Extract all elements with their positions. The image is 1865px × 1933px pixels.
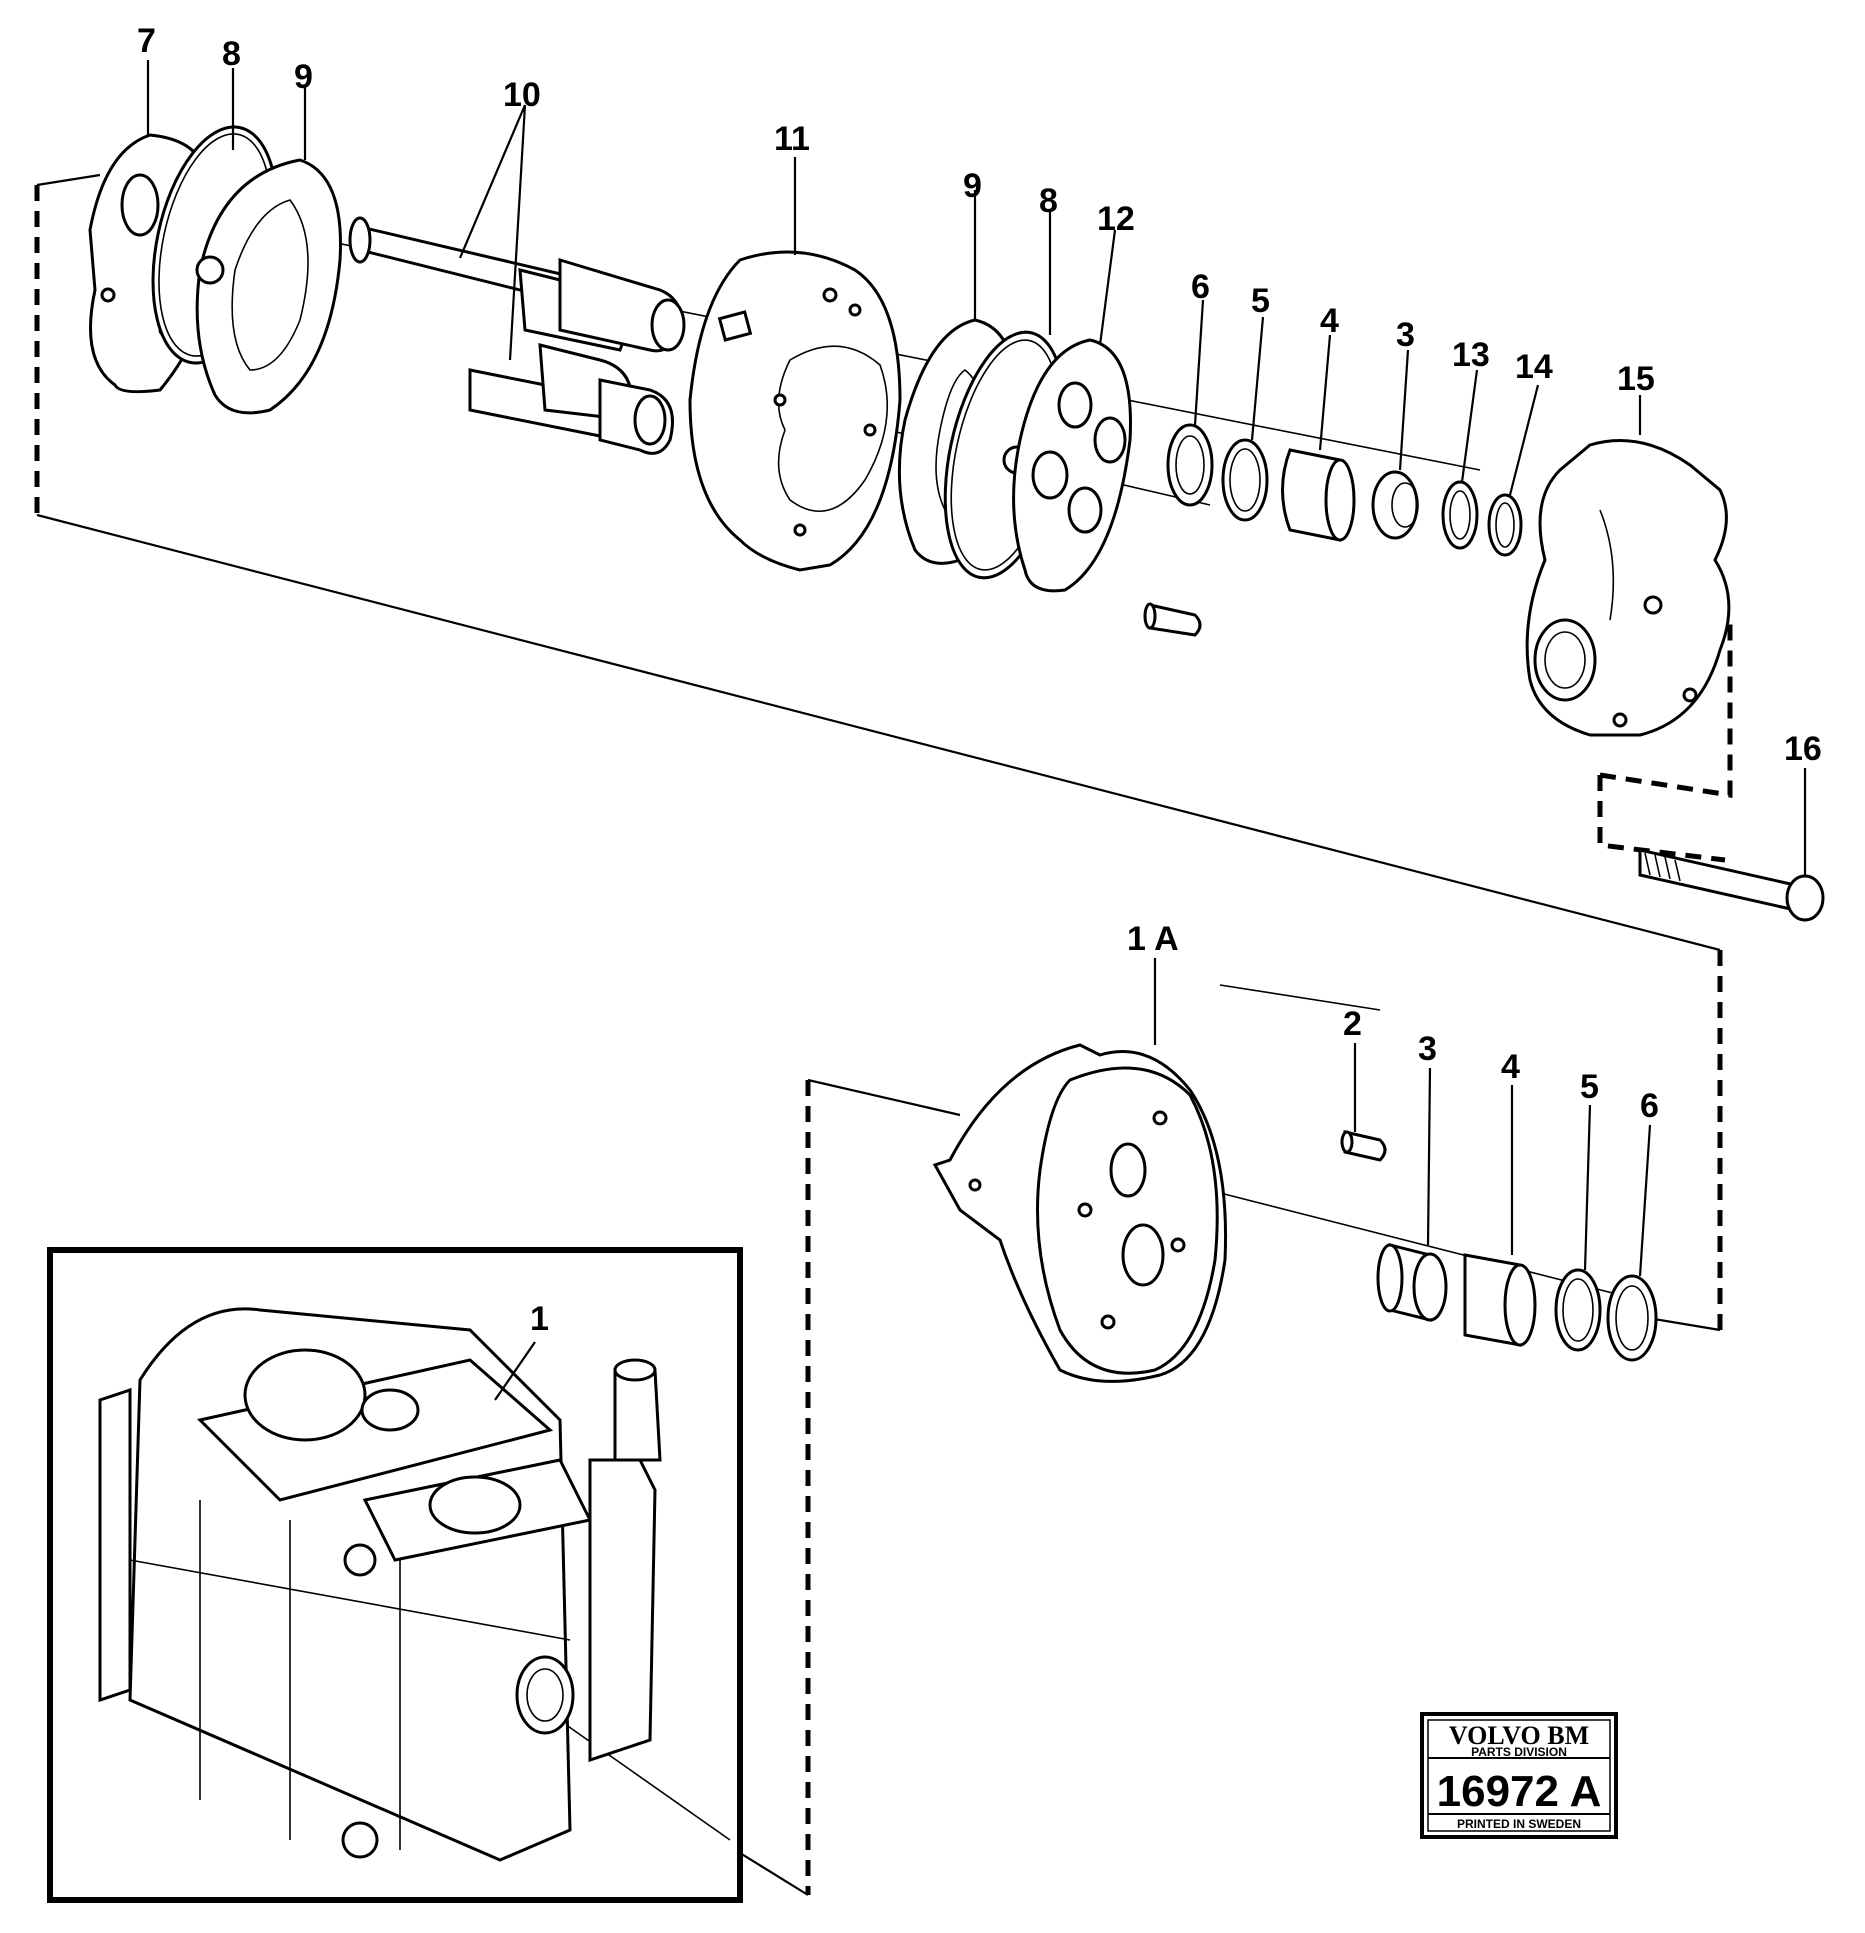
part-15-end-cover (1525, 439, 1731, 737)
part-12-port-plate (1012, 338, 1132, 593)
label-3-bottom: 3 (1418, 1030, 1437, 1068)
label-9-second: 9 (963, 167, 982, 205)
inset-pump-view (47, 1247, 743, 1903)
bottom-small-parts (1340, 1130, 1658, 1362)
label-6-top: 6 (1191, 268, 1210, 306)
label-5-top: 5 (1251, 282, 1270, 320)
stamp-printed: PRINTED IN SWEDEN (1457, 1817, 1581, 1831)
label-9-top: 9 (294, 58, 313, 96)
stamp-brand: VOLVO BM (1449, 1721, 1589, 1750)
label-3-top: 3 (1396, 316, 1415, 354)
assembly-frame-top (34, 173, 1733, 1896)
label-12: 12 (1097, 200, 1135, 238)
leader-lines (146, 60, 1807, 1401)
label-11: 11 (774, 120, 810, 158)
part-16-bolt (1638, 848, 1825, 922)
volvo-parts-stamp: VOLVO BM PARTS DIVISION 16972 A PRINTED … (1420, 1712, 1618, 1839)
label-2: 2 (1343, 1005, 1362, 1043)
label-8-top: 8 (222, 35, 241, 73)
part-10-gear-shafts (348, 216, 686, 455)
label-10: 10 (503, 76, 541, 114)
label-7: 7 (137, 22, 156, 60)
stamp-division: PARTS DIVISION (1471, 1745, 1567, 1759)
label-1: 1 (530, 1300, 549, 1338)
label-4-top: 4 (1320, 302, 1339, 340)
part-9-wear-plate (195, 158, 342, 415)
label-8-second: 8 (1039, 182, 1058, 220)
label-15: 15 (1617, 360, 1655, 398)
label-1a: 1 A (1127, 920, 1179, 958)
dowel-pin-top (1143, 602, 1202, 637)
part-1a-mounting-flange (932, 1043, 1228, 1383)
label-6-bottom: 6 (1640, 1087, 1659, 1125)
part-11-gear-housing (688, 250, 902, 572)
part-labels: 7 8 9 10 11 9 8 12 6 5 4 3 13 14 15 16 1… (137, 22, 1822, 1338)
top-small-parts (1166, 423, 1523, 557)
label-5-bottom: 5 (1580, 1068, 1599, 1106)
label-13: 13 (1452, 336, 1490, 374)
stamp-number: 16972 A (1437, 1767, 1602, 1816)
label-14: 14 (1515, 348, 1553, 386)
label-16: 16 (1784, 730, 1822, 768)
label-4-bottom: 4 (1501, 1048, 1520, 1086)
